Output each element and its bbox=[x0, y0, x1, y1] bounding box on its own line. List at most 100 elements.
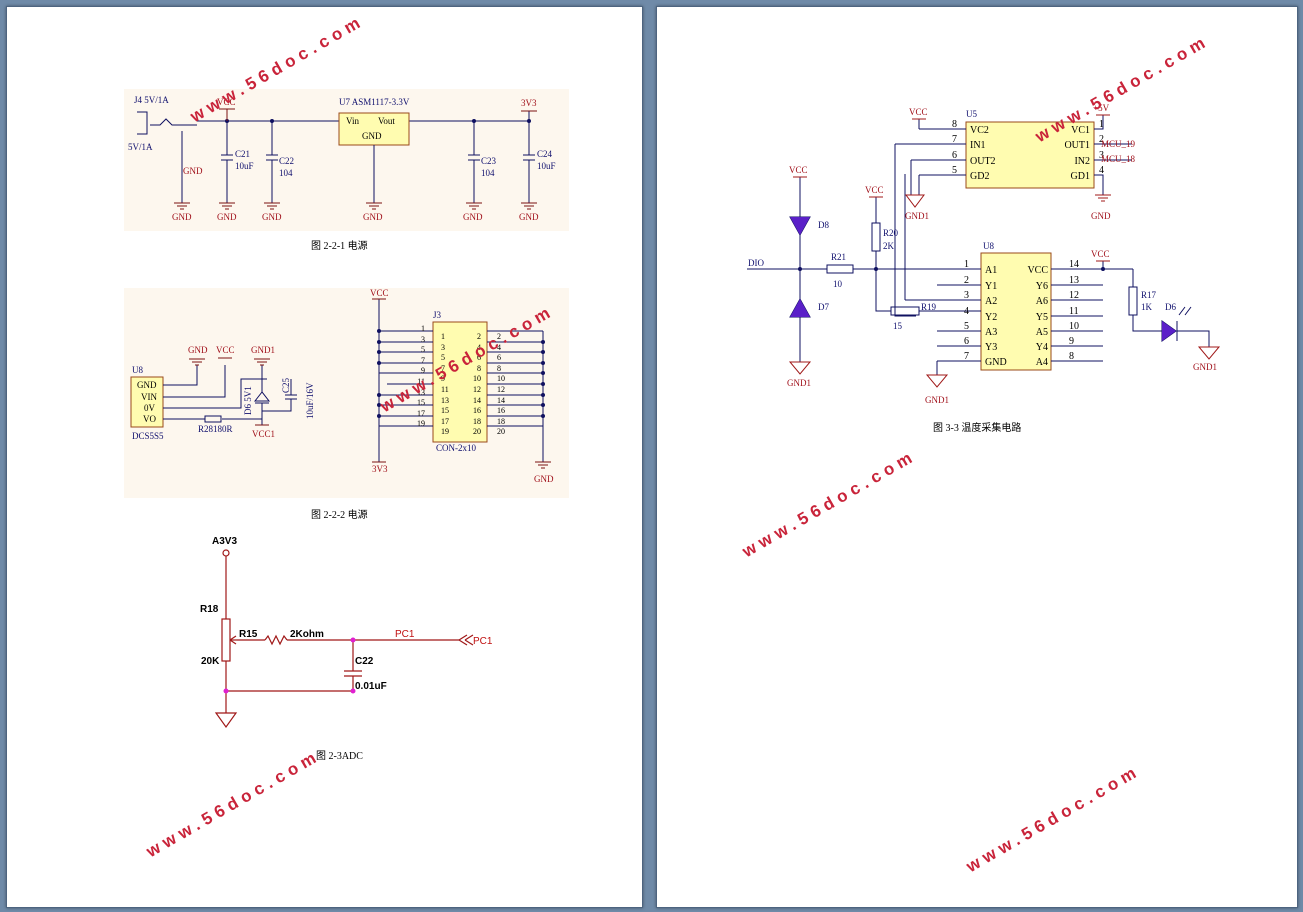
dio-label: DIO bbox=[748, 258, 764, 268]
caption-fig-3-3: 图 3-3 温度采集电路 bbox=[933, 423, 1022, 434]
c25-label: C25 bbox=[281, 377, 291, 393]
j3-pin-outer-left: 9 bbox=[421, 366, 425, 375]
j3-pin-outer-left: 15 bbox=[417, 398, 425, 407]
u8-pin-number: 8 bbox=[1069, 351, 1074, 362]
j3-pin-outer-right: 14 bbox=[497, 396, 505, 405]
u8-pin-name: Y3 bbox=[985, 342, 997, 353]
r15-label: R15 bbox=[239, 629, 258, 640]
r19-value: 15 bbox=[893, 321, 903, 331]
j3-pin-outer-left: 13 bbox=[417, 388, 425, 397]
c22-value: 104 bbox=[279, 168, 293, 178]
j3-pin-outer-right: 18 bbox=[497, 417, 505, 426]
j3-vcc-label: VCC bbox=[370, 288, 389, 298]
gnd-label-3: GND bbox=[262, 212, 282, 222]
u8-pin-number: 13 bbox=[1069, 275, 1079, 286]
j3-pin-inner-left: 11 bbox=[441, 385, 449, 394]
j3-pin-outer-right: 12 bbox=[497, 385, 505, 394]
r19-label: R19 bbox=[921, 302, 937, 312]
gnd-label-u5: GND bbox=[1091, 211, 1111, 221]
j3-pin-inner-left: 1 bbox=[441, 332, 445, 341]
gnd-label-4: GND bbox=[363, 212, 383, 222]
j3-pin-inner-right: 4 bbox=[477, 343, 481, 352]
gnd1-label-d7: GND1 bbox=[787, 378, 811, 388]
u5-pin-number: 4 bbox=[1099, 165, 1104, 176]
j3-pin-outer-left: 1 bbox=[421, 324, 425, 333]
j4-label: J4 5V/1A bbox=[134, 95, 169, 105]
u8-pin-number: 3 bbox=[964, 290, 969, 301]
j3-pin-inner-right: 12 bbox=[473, 385, 481, 394]
u5-pin-number: 6 bbox=[952, 150, 957, 161]
c21-value: 10uF bbox=[235, 161, 254, 171]
gnd-label-1: GND bbox=[172, 212, 192, 222]
u8-pin-number: 5 bbox=[964, 321, 969, 332]
schematic-power-supply-2: GND VCC GND1 U8 GND VIN 0V VO DCS5S5 R28… bbox=[124, 288, 569, 498]
mcu19-label: MCU_19 bbox=[1101, 139, 1136, 149]
u8-label: U8 bbox=[983, 241, 994, 251]
u8-pin-number: 14 bbox=[1069, 259, 1079, 270]
u8-pin-name: A3 bbox=[985, 327, 997, 338]
caption-fig-2-2-2: 图 2-2-2 电源 bbox=[311, 510, 368, 521]
r18-label: R18 bbox=[200, 604, 219, 615]
d6-label: D6 5V1 bbox=[243, 386, 253, 415]
u8-pin-name: A6 bbox=[1036, 296, 1048, 307]
c22-value: 0.01uF bbox=[355, 681, 387, 692]
mcu18-label: MCU_18 bbox=[1101, 154, 1136, 164]
u8-pin-3: 0V bbox=[144, 403, 156, 413]
j3-pin-inner-right: 14 bbox=[473, 396, 481, 405]
u8-pin-name: Y5 bbox=[1036, 312, 1048, 323]
u8-pin-number: 10 bbox=[1069, 321, 1079, 332]
vin-pin: Vin bbox=[346, 116, 359, 126]
j3-pin-inner-left: 19 bbox=[441, 427, 449, 436]
j3-pin-inner-right: 20 bbox=[473, 427, 481, 436]
j3-pin-inner-left: 15 bbox=[441, 406, 449, 415]
vcc-label-r20: VCC bbox=[865, 185, 884, 195]
u5-pin-name: IN2 bbox=[1074, 156, 1090, 167]
j3-pin-inner-left: 3 bbox=[441, 343, 445, 352]
5v-label: +5V bbox=[1093, 103, 1110, 113]
u5-pin-number: 5 bbox=[952, 165, 957, 176]
c24-label: C24 bbox=[537, 149, 553, 159]
u8-pin-name: Y2 bbox=[985, 312, 997, 323]
u8-pin-name: A2 bbox=[985, 296, 997, 307]
u8-pin-4: VO bbox=[143, 414, 156, 424]
c23-value: 104 bbox=[481, 168, 495, 178]
schematic-adc: A3V3 R18 20K R15 2Kohm PC1 PC1 C22 0.01u… bbox=[200, 536, 493, 729]
c24-value: 10uF bbox=[537, 161, 556, 171]
gnd1-label-u8: GND1 bbox=[925, 395, 949, 405]
u8-pin-number: 1 bbox=[964, 259, 969, 270]
c25-value: 10uF/16V bbox=[305, 382, 315, 419]
gnd1-label-u5: GND1 bbox=[905, 211, 929, 221]
d8-label: D8 bbox=[818, 220, 829, 230]
u8-pin-number: 4 bbox=[964, 306, 969, 317]
u7-gnd-pin: GND bbox=[362, 131, 382, 141]
r20-label: R20 bbox=[883, 228, 899, 238]
u8-pin-2: VIN bbox=[141, 392, 157, 402]
u7-label: U7 ASM1117-3.3V bbox=[339, 97, 410, 107]
j3-pin-outer-right: 10 bbox=[497, 374, 505, 383]
u8-label: U8 bbox=[132, 365, 143, 375]
vcc-label-u8: VCC bbox=[1091, 249, 1110, 259]
caption-fig-2-3: 图 2-3ADC bbox=[316, 751, 363, 762]
u8-pin-name: GND bbox=[985, 357, 1007, 368]
j3-pin-outer-left: 7 bbox=[421, 356, 425, 365]
j3-pin-inner-left: 13 bbox=[441, 396, 449, 405]
r15-value: 2Kohm bbox=[290, 629, 324, 640]
u8-pin-number: 12 bbox=[1069, 290, 1079, 301]
j3-label: J3 bbox=[433, 310, 442, 320]
u8-pin-name: A1 bbox=[985, 265, 997, 276]
pc1-net-label: PC1 bbox=[395, 629, 415, 640]
j3-pin-inner-right: 16 bbox=[473, 406, 481, 415]
u5-pin-number: 7 bbox=[952, 134, 957, 145]
j3-pin-outer-left: 3 bbox=[421, 335, 425, 344]
vcc-label: VCC bbox=[216, 345, 235, 355]
c22-label: C22 bbox=[279, 156, 294, 166]
u8-pin-1: GND bbox=[137, 380, 157, 390]
vcc-label: VCC bbox=[217, 97, 236, 107]
j3-pin-inner-left: 17 bbox=[441, 417, 449, 426]
caption-fig-2-2-1: 图 2-2-1 电源 bbox=[311, 241, 368, 252]
r20-value: 2K bbox=[883, 241, 895, 251]
vout-pin: Vout bbox=[378, 116, 395, 126]
u5-pin-number: 3 bbox=[1099, 150, 1104, 161]
j3-pin-inner-right: 8 bbox=[477, 364, 481, 373]
